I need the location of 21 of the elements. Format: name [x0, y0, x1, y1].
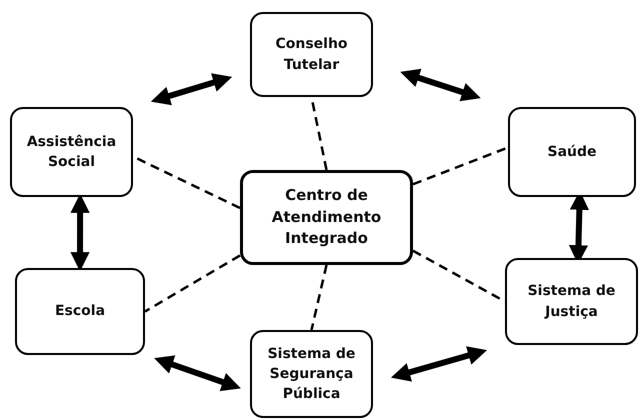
- box-label: Conselho Tutelar: [274, 35, 349, 74]
- double-arrow: [154, 355, 241, 392]
- double-arrow: [150, 73, 232, 106]
- dashed-connector: [310, 264, 328, 330]
- box-label: Sistema de Segurança Pública: [266, 344, 356, 404]
- dashed-connector: [144, 254, 241, 313]
- process-box: [250, 330, 373, 418]
- process-box: [15, 268, 145, 355]
- dashed-connector: [412, 146, 508, 186]
- process-box: [250, 12, 373, 97]
- box-label: Sistema de Justiça: [526, 282, 616, 322]
- central-box: [240, 170, 413, 265]
- box-label: Escola: [54, 302, 106, 322]
- double-arrow: [390, 346, 488, 382]
- process-box: [10, 107, 133, 197]
- process-box: [508, 107, 636, 197]
- box-label: Assistência Social: [26, 132, 118, 172]
- box-label: Saúde: [547, 142, 596, 162]
- process-box: [505, 258, 638, 345]
- double-arrow: [400, 68, 481, 102]
- box-label: Centro de Atendimento Integrado: [270, 184, 382, 250]
